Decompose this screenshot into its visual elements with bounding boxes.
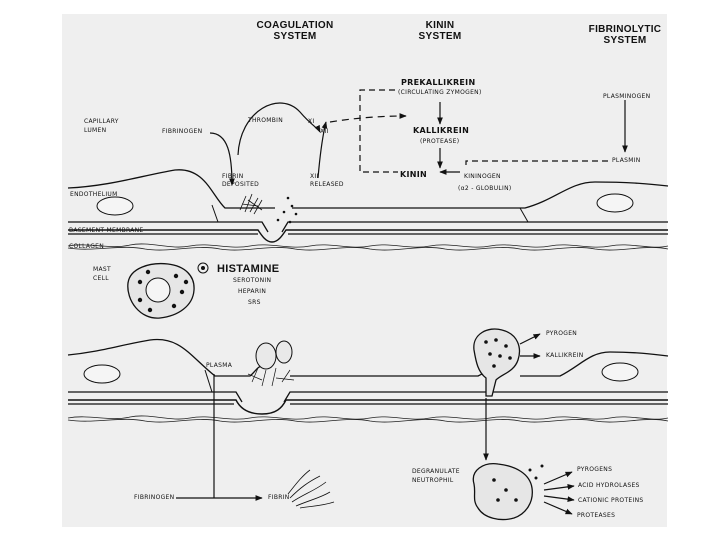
lower-endothelium (67, 338, 669, 403)
capillary-label-line2: LUMEN (84, 127, 107, 134)
lower-nucleus-left (83, 364, 121, 384)
coagulation-system-header: COAGULATION SYSTEM (250, 20, 340, 42)
degranulate-neutrophil-label: DEGRANULATE NEUTROPHIL (412, 467, 460, 485)
upper-endothelium (67, 169, 669, 233)
basement-membrane-label: BASEMENT MEMBRANE (69, 227, 144, 234)
platelet-cluster (247, 340, 295, 387)
degranulate-line2: NEUTROPHIL (412, 477, 454, 484)
fibrinolytic-header-line1: FIBRINOLYTIC (588, 24, 662, 35)
kinin-system-header: KININ SYSTEM (410, 20, 470, 42)
kallikrein-top-label: KALLIKREIN (413, 126, 470, 135)
plasminogen-label: PLASMINOGEN (603, 93, 651, 100)
lower-collagen-fibers (67, 415, 669, 423)
kininogen-label: KININOGEN (464, 173, 501, 180)
fibrin-deposit (239, 193, 263, 215)
fibrin-strands (287, 469, 335, 509)
fibrin-deposited-label: FIBRIN DEPOSITED (222, 173, 259, 189)
kinin-header-line1: KININ (425, 20, 455, 31)
neutrophil-in-vessel (473, 328, 521, 397)
kallikrein-bottom-label: KALLIKREIN (546, 352, 584, 359)
coagulation-arrows (209, 102, 407, 186)
lower-basement-membrane (68, 399, 668, 415)
degranulate-line1: DEGRANULATE (412, 468, 460, 475)
capillary-lumen-label: CAPILLARY LUMEN (84, 117, 119, 135)
mast-cell-label: MAST CELL (93, 265, 111, 283)
fibrin-bottom-label: FIBRIN (268, 494, 290, 501)
srs-label: SRS (248, 299, 261, 306)
plasmin-label: PLASMIN (612, 157, 641, 164)
upper-nucleus-right (596, 193, 634, 213)
upper-collagen-fibers (67, 243, 669, 251)
xii-release-dots (276, 196, 298, 224)
upper-basement-membrane (68, 229, 668, 243)
coagulation-header-line2: SYSTEM (273, 31, 317, 42)
proteases-label: PROTEASES (577, 512, 616, 519)
fibrin-deposited-line1: FIBRIN (222, 173, 244, 180)
acid-hydrolases-label: ACID HYDROLASES (578, 482, 640, 489)
xii-upper-label: XII (320, 128, 329, 135)
fibrin-deposited-line2: DEPOSITED (222, 181, 260, 188)
circulating-zymogen-label: (CIRCULATING ZYMOGEN) (398, 89, 482, 96)
fibrinogen-top-label: FIBRINOGEN (162, 128, 203, 135)
globulin-label: (α2 - GLOBULIN) (458, 185, 512, 192)
degranulated-neutrophil (472, 463, 544, 521)
fibrinolytic-header-line2: SYSTEM (603, 35, 647, 46)
plasma-label: PLASMA (206, 362, 233, 369)
mast-cell-line2: CELL (93, 275, 109, 282)
fibrinogen-bottom-label: FIBRINOGEN (134, 494, 175, 501)
capillary-label-line1: CAPILLARY (84, 118, 119, 125)
xii-released-line2: RELEASED (310, 181, 344, 188)
kinin-label: KININ (400, 170, 428, 179)
upper-nucleus-left (96, 196, 134, 216)
lower-nucleus-right (601, 362, 639, 382)
pyrogens-label: PYROGENS (577, 466, 613, 473)
fibrinolytic-system-header: FIBRINOLYTIC SYSTEM (585, 24, 665, 46)
mast-cell (127, 262, 209, 319)
mast-cell-line1: MAST (93, 266, 111, 273)
protease-label: (PROTEASE) (420, 138, 460, 145)
xi-label: XI (308, 118, 315, 125)
coagulation-header-line1: COAGULATION (256, 20, 334, 31)
kinin-arrows (359, 89, 628, 175)
serotonin-label: SEROTONIN (233, 277, 272, 284)
thrombin-label: THROMBIN (248, 117, 284, 124)
histamine-label: HISTAMINE (217, 263, 280, 275)
endothelium-label: ENDOTHELIUM (70, 191, 118, 198)
pyrogen-label: PYROGEN (546, 330, 578, 337)
xii-released-label: XII RELEASED (310, 173, 344, 189)
heparin-label: HEPARIN (238, 288, 267, 295)
collagen-label: COLLAGEN (69, 243, 105, 250)
cationic-proteins-label: CATIONIC PROTEINS (578, 497, 644, 504)
xii-released-line1: XII (310, 173, 319, 180)
kinin-header-line2: SYSTEM (418, 31, 462, 42)
lower-arrows (176, 333, 575, 515)
prekallikrein-label: PREKALLIKREIN (401, 78, 476, 87)
